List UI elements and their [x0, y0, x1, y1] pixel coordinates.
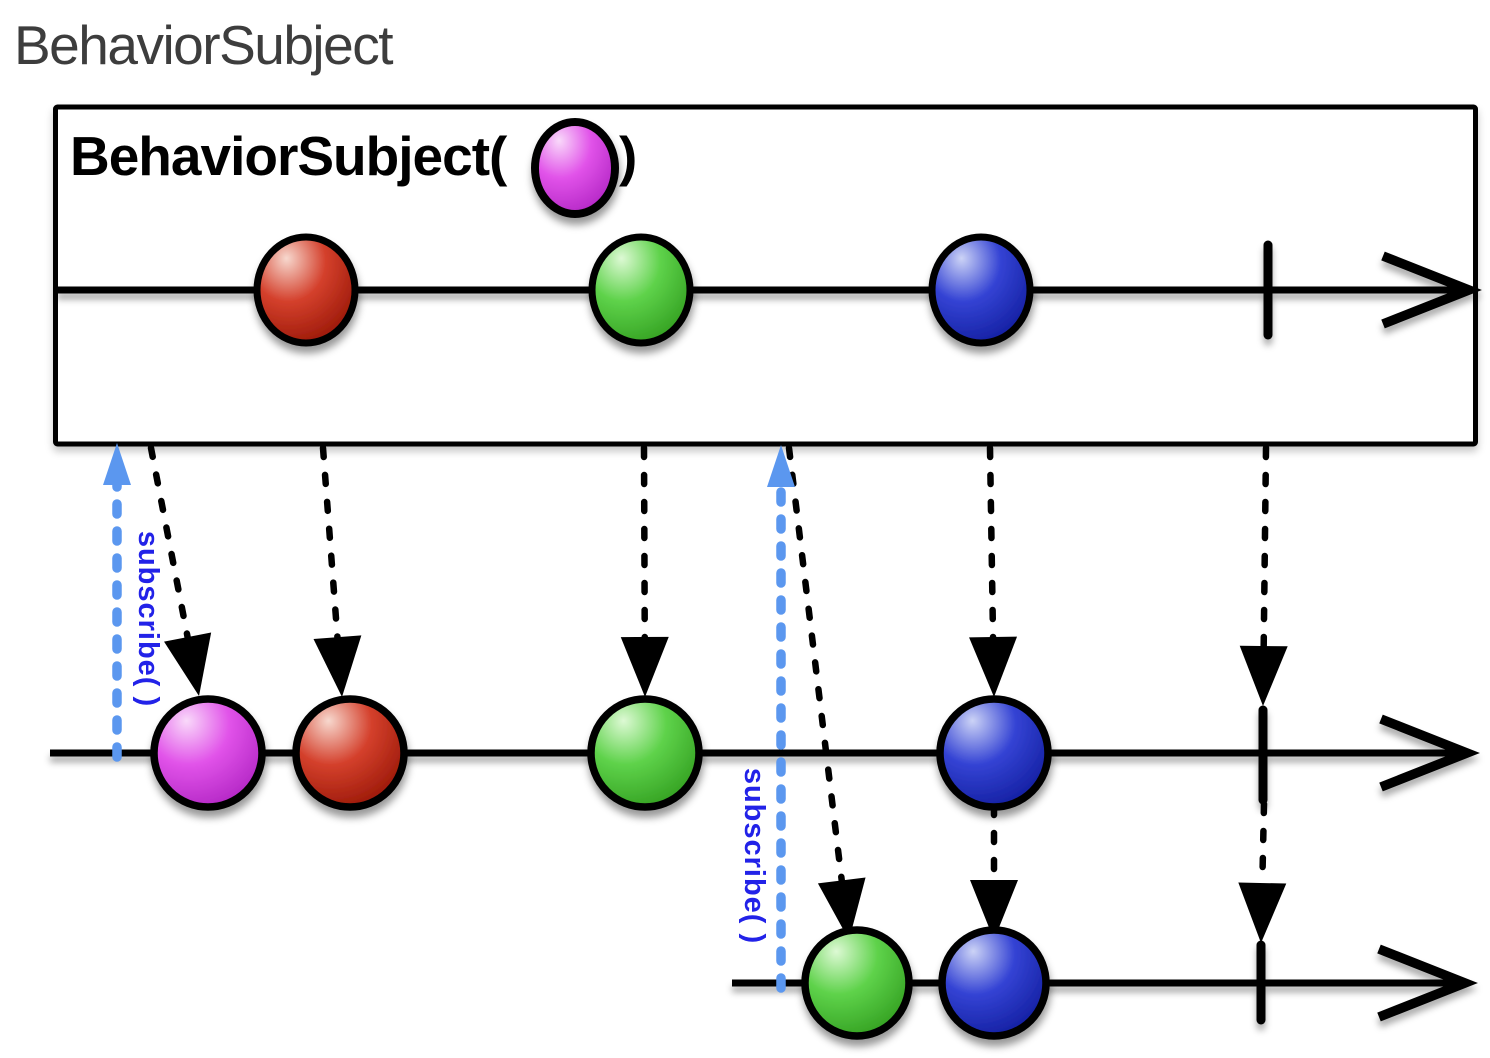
emission-dashed-line: [319, 444, 341, 641]
emission-arrowhead: [817, 877, 866, 940]
subject-box-group: BehaviorSubject( ): [53, 104, 1478, 447]
emit-blue-to-sub2: [970, 802, 1018, 940]
emission-arrowhead: [164, 632, 212, 696]
emission-arrowhead: [1239, 645, 1288, 706]
emission-dashed-line: [986, 444, 997, 641]
subscribe-label: subscribe( ): [132, 531, 164, 707]
emission-dashed-line: [1259, 800, 1268, 887]
page-title: BehaviorSubject: [14, 14, 393, 76]
subscribe-arrowhead: [767, 445, 795, 487]
timeline-arrowhead: [1381, 251, 1482, 329]
emission-dashed-line: [785, 444, 845, 884]
subject-box-label-prefix: BehaviorSubject(: [70, 125, 508, 187]
marble-magenta: [150, 695, 266, 811]
generated-diagram: subscribe( ) subscribe( ): [50, 118, 1482, 1040]
marble-red: [292, 695, 408, 811]
emit-complete-to-sub1: [1239, 444, 1288, 706]
marble-blue: [936, 695, 1052, 811]
emit-complete-to-sub2: [1238, 800, 1287, 943]
subject-box-label-suffix: ): [619, 125, 636, 187]
emission-arrowhead: [313, 635, 362, 697]
emit-red-to-sub1: [313, 444, 362, 697]
emission-arrowhead: [620, 636, 669, 697]
subscriber1-timeline: [50, 705, 1480, 805]
emission-dashed-line: [640, 444, 649, 641]
emission-dashed-line: [1260, 444, 1270, 650]
marble-red: [253, 233, 359, 347]
emission-arrowhead: [1238, 882, 1287, 943]
emit-initial-to-sub1: [147, 444, 212, 696]
marble-green: [588, 233, 694, 347]
timeline-arrowhead: [1379, 714, 1480, 792]
marble-green: [587, 695, 703, 811]
marble-blue: [938, 926, 1050, 1040]
subscribe-arrowhead: [103, 443, 131, 485]
marble-blue: [928, 233, 1034, 347]
subscribe-call-2: subscribe( ): [738, 445, 795, 993]
emission-arrowhead: [970, 880, 1018, 940]
emit-blue-to-sub1: [969, 444, 1018, 697]
subscribe-label: subscribe( ): [738, 768, 770, 944]
emission-arrowhead: [969, 636, 1018, 697]
timeline-arrowhead: [1377, 944, 1478, 1022]
emission-dashed-line: [147, 444, 191, 641]
marble-green: [801, 926, 913, 1040]
subject-box: [53, 104, 1478, 447]
emit-green-to-sub2: [785, 444, 866, 940]
seed-marble-magenta: [531, 118, 619, 218]
emit-green-to-sub1: [620, 444, 669, 697]
subscribe-call-1: subscribe( ): [103, 443, 164, 762]
